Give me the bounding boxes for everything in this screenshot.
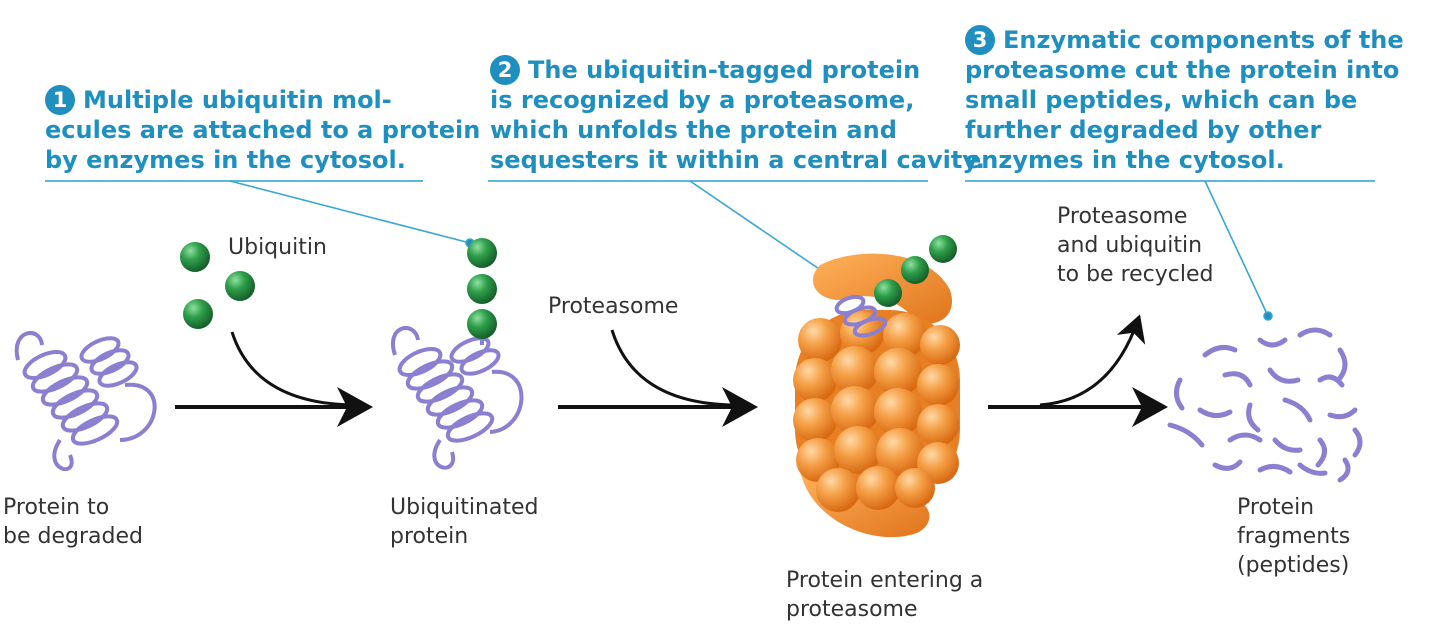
process-arrows (175, 314, 1168, 427)
step-3-line-1: 3 Enzymatic components of the (965, 25, 1404, 55)
step-1-text-2: ecules are attached to a protein (45, 116, 481, 144)
step-1-text-1: Multiple ubiquitin mol- (83, 86, 392, 114)
step-1-callout: 1 Multiple ubiquitin mol- ecules are atta… (45, 85, 480, 175)
step-3-callout: 3 Enzymatic components of the proteasome … (965, 25, 1404, 175)
arrow-1-curve (230, 331, 356, 407)
peptide-fragments (1167, 327, 1363, 483)
step-1-text-3: by enzymes in the cytosol. (45, 146, 406, 174)
ubiquitin-free (180, 242, 255, 329)
label-protein-line-2: be degraded (3, 524, 143, 549)
label-protein-line-1: Protein to (3, 495, 110, 520)
step-2-text-2: is recognized by a proteasome, (490, 86, 915, 114)
step-3-rule (965, 180, 1375, 182)
step-3-text-3: small peptides, which can be (965, 86, 1358, 114)
protein-coil-2 (391, 326, 524, 470)
label-proteasome: Proteasome (548, 294, 679, 319)
label-recycled-line-2: and ubiquitin (1057, 233, 1203, 258)
label-recycled-line-3: to be recycled (1057, 262, 1214, 287)
step-1-rule (45, 180, 423, 182)
label-protein-fragments: Protein fragments (peptides) (1237, 493, 1350, 580)
label-recycled: Proteasome and ubiquitin to be recycled (1057, 202, 1214, 289)
proteasome-ubiquitin (874, 235, 957, 307)
label-fragments-line-3: (peptides) (1237, 553, 1350, 578)
label-ubiquitinated-line-1: Ubiquitinated (390, 495, 539, 520)
step-2-text-4: sequesters it within a central cavity. (490, 146, 985, 174)
step-3-text-1: Enzymatic components of the (1003, 26, 1404, 54)
label-ubiquitinated-protein: Ubiquitinated protein (390, 493, 539, 551)
step-3-text-2: proteasome cut the protein into (965, 56, 1400, 84)
step-2-text-1: The ubiquitin-tagged protein (528, 56, 921, 84)
label-entering-line-2: proteasome (786, 597, 918, 622)
label-ubiquitinated-line-2: protein (390, 524, 469, 549)
step-2-number: 2 (490, 55, 520, 85)
protein-coil-1 (14, 331, 157, 472)
label-fragments-line-2: fragments (1237, 524, 1351, 549)
label-recycled-line-1: Proteasome (1057, 204, 1188, 229)
step-2-callout: 2 The ubiquitin-tagged protein is recogni… (490, 55, 985, 175)
ubiquitin-chain (467, 238, 497, 339)
label-protein-entering: Protein entering a proteasome (786, 566, 983, 624)
step-1-number: 1 (45, 85, 75, 115)
label-protein-to-be-degraded: Protein to be degraded (3, 493, 143, 551)
step-1-line-1: 1 Multiple ubiquitin mol- (45, 85, 480, 115)
step-2-text-3: which unfolds the protein and (490, 116, 897, 144)
step-2-line-1: 2 The ubiquitin-tagged protein (490, 55, 985, 85)
proteasome (793, 235, 960, 538)
label-ubiquitin: Ubiquitin (228, 235, 327, 260)
arrow-2-curve (610, 329, 736, 407)
step-2-rule (488, 180, 928, 182)
step-3-text-4: further degraded by other (965, 116, 1322, 144)
label-entering-line-1: Protein entering a (786, 568, 984, 593)
arrow-recycle (1039, 314, 1146, 407)
step-3-text-5: enzymes in the cytosol. (965, 146, 1285, 174)
label-fragments-line-1: Protein (1237, 495, 1315, 520)
step-3-number: 3 (965, 25, 995, 55)
